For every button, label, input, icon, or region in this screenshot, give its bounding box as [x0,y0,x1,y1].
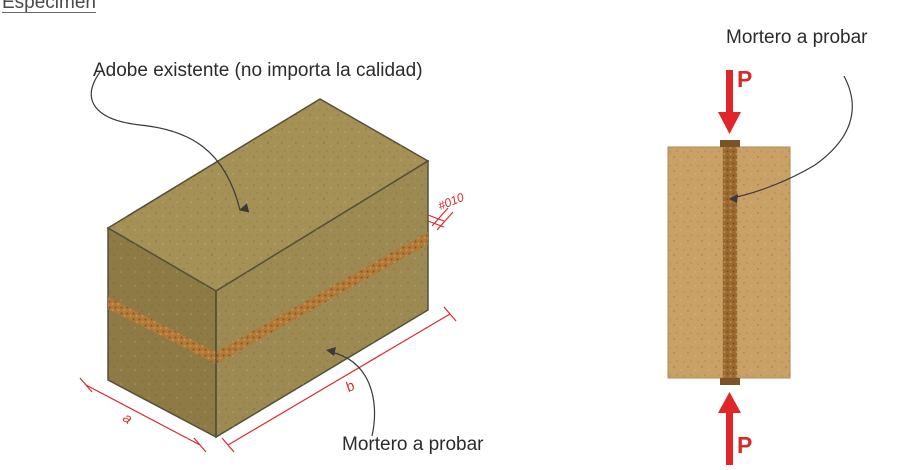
adobe-leader-line [90,71,250,213]
adobe-label: Adobe existente (no importa la calidad) [93,60,423,81]
mortar-label-right: Mortero a probar [726,27,868,48]
adobe-brick [106,98,430,439]
load-label-bottom: P [737,432,753,458]
adobe-elevation [667,140,791,385]
figure-title: Especimen [2,0,96,14]
load-arrow-top [718,70,741,134]
dimension-lines [79,207,457,453]
mortar-right-leader [731,75,853,199]
load-label-top: P [737,66,753,92]
mortar-leader-line [329,351,376,437]
load-arrow-bottom [718,392,741,465]
mortar-label-bottom: Mortero a probar [342,434,484,455]
